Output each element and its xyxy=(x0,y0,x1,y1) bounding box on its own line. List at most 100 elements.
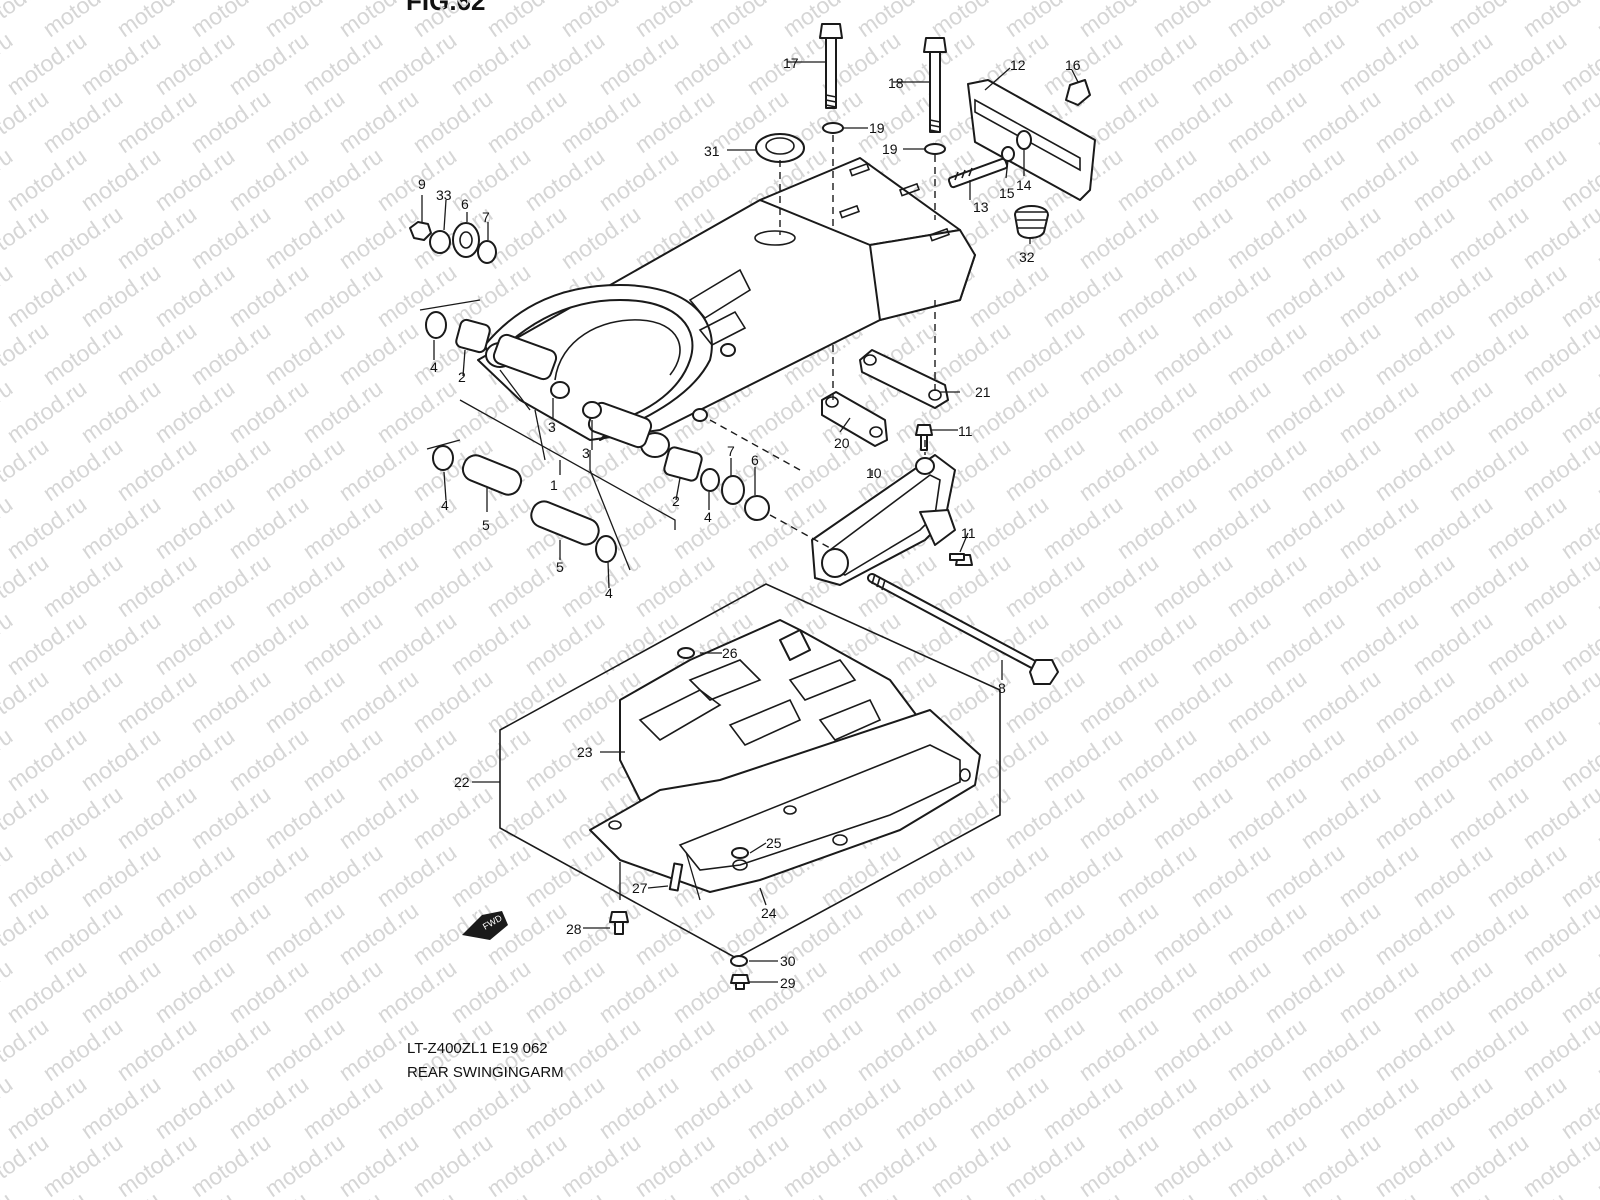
watermark-text: motod.ru xyxy=(334,201,423,274)
callout-18: 18 xyxy=(888,75,904,91)
watermark-text: motod.ru xyxy=(1186,1071,1275,1144)
watermark-text: motod.ru xyxy=(372,955,461,1028)
watermark-text: motod.ru xyxy=(224,723,313,796)
watermark-text: motod.ru xyxy=(1260,839,1349,912)
model-code-caption: LT-Z400ZL1 E19 062 xyxy=(407,1040,548,1057)
watermark-text: motod.ru xyxy=(334,433,423,506)
watermark-text: motod.ru xyxy=(1038,375,1127,448)
watermark-text: motod.ru xyxy=(1482,491,1571,564)
alignment-lines xyxy=(709,135,936,549)
watermark-text: motod.ru xyxy=(1260,143,1349,216)
callout-3b: 3 xyxy=(582,445,590,461)
watermark-text: motod.ru xyxy=(482,85,571,158)
watermark-text: motod.ru xyxy=(260,433,349,506)
watermark-text: motod.ru xyxy=(1112,607,1201,680)
watermark-text: motod.ru xyxy=(112,549,201,622)
watermark-text: motod.ru xyxy=(1074,665,1163,738)
watermark-text: motod.ru xyxy=(1370,317,1459,390)
watermark-text: motod.ru xyxy=(150,375,239,448)
watermark-text: motod.ru xyxy=(668,491,757,564)
watermark-text: motod.ru xyxy=(1334,607,1423,680)
watermark-text: motod.ru xyxy=(1112,723,1201,796)
watermark-text: motod.ru xyxy=(372,27,461,100)
watermark-text: motod.ru xyxy=(1296,1129,1385,1200)
watermark-text: motod.ru xyxy=(446,955,535,1028)
watermark-text: motod.ru xyxy=(1408,491,1497,564)
watermark-text: motod.ru xyxy=(186,665,275,738)
watermark-text: motod.ru xyxy=(1260,955,1349,1028)
callout-19a: 19 xyxy=(869,120,885,136)
watermark-text: motod.ru xyxy=(76,839,165,912)
callout-28: 28 xyxy=(566,921,582,937)
watermark-text: motod.ru xyxy=(1444,665,1533,738)
watermark-text: motod.ru xyxy=(1296,665,1385,738)
watermark-text: motod.ru xyxy=(1074,1129,1163,1200)
watermark-text: motod.ru xyxy=(890,607,979,680)
watermark-text: motod.ru xyxy=(1112,143,1201,216)
callout-8: 8 xyxy=(998,680,1006,696)
callout-13: 13 xyxy=(973,199,989,215)
watermark-text: motod.ru xyxy=(1222,433,1311,506)
watermark-text: motod.ru xyxy=(1000,549,1089,622)
watermark-text: motod.ru xyxy=(1148,85,1237,158)
callout-9: 9 xyxy=(418,176,426,192)
watermark-text: motod.ru xyxy=(446,143,535,216)
watermark-text: motod.ru xyxy=(630,549,719,622)
callout-10: 10 xyxy=(866,465,882,481)
watermark-text: motod.ru xyxy=(408,781,497,854)
callout-27: 27 xyxy=(632,880,648,896)
watermark-text: motod.ru xyxy=(1074,781,1163,854)
watermark-text: motod.ru xyxy=(334,1129,423,1200)
callout-21: 21 xyxy=(975,384,991,400)
watermark-text: motod.ru xyxy=(0,1187,17,1200)
watermark-text: motod.ru xyxy=(1074,897,1163,970)
watermark-text: motod.ru xyxy=(38,1129,127,1200)
watermark-text: motod.ru xyxy=(150,723,239,796)
watermark-text: motod.ru xyxy=(1408,259,1497,332)
watermark-text: motod.ru xyxy=(150,27,239,100)
watermark-text: motod.ru xyxy=(2,259,91,332)
watermark-text: motod.ru xyxy=(298,723,387,796)
watermark-text: motod.ru xyxy=(890,1071,979,1144)
watermark-text: motod.ru xyxy=(778,1013,867,1086)
watermark-text: motod.ru xyxy=(372,839,461,912)
callout-2a: 2 xyxy=(458,369,466,385)
callout-4a: 4 xyxy=(430,359,438,375)
callout-33: 33 xyxy=(436,187,452,203)
leader-lines xyxy=(419,61,1079,983)
watermark-text: motod.ru xyxy=(2,607,91,680)
callout-5b: 5 xyxy=(556,559,564,575)
callout-2b: 2 xyxy=(672,493,680,509)
watermark-text: motod.ru xyxy=(816,1071,905,1144)
watermark-text: motod.ru xyxy=(520,723,609,796)
watermark-text: motod.ru xyxy=(224,1071,313,1144)
watermark-text: motod.ru xyxy=(520,143,609,216)
watermark-text: motod.ru xyxy=(2,955,91,1028)
watermark-text: motod.ru xyxy=(76,955,165,1028)
watermark-text: motod.ru xyxy=(926,897,1015,970)
watermark-text: motod.ru xyxy=(446,27,535,100)
watermark-text: motod.ru xyxy=(1370,85,1459,158)
callout-12: 12 xyxy=(1010,57,1026,73)
watermark-text: motod.ru xyxy=(2,839,91,912)
watermark-text: motod.ru xyxy=(1482,955,1571,1028)
watermark-text: motod.ru xyxy=(1296,897,1385,970)
watermark-text: motod.ru xyxy=(1000,897,1089,970)
watermark-text: motod.ru xyxy=(1260,491,1349,564)
watermark-text: motod.ru xyxy=(1296,549,1385,622)
watermark-text: motod.ru xyxy=(1518,1129,1600,1200)
callout-25: 25 xyxy=(766,835,782,851)
watermark-text: motod.ru xyxy=(1186,143,1275,216)
watermark-text: motod.ru xyxy=(1260,1071,1349,1144)
skid-plate-frame xyxy=(499,583,1001,959)
watermark-text: motod.ru xyxy=(482,1129,571,1200)
watermark-text: motod.ru xyxy=(112,317,201,390)
diagram-title: REAR SWINGINGARM xyxy=(407,1064,564,1081)
watermark-text: motod.ru xyxy=(150,607,239,680)
watermark-text: motod.ru xyxy=(594,607,683,680)
watermark-text: motod.ru xyxy=(778,1129,867,1200)
watermark-text: motod.ru xyxy=(150,143,239,216)
watermark-text: motod.ru xyxy=(1260,375,1349,448)
watermark-text: motod.ru xyxy=(38,897,127,970)
callout-11b: 11 xyxy=(961,525,976,541)
